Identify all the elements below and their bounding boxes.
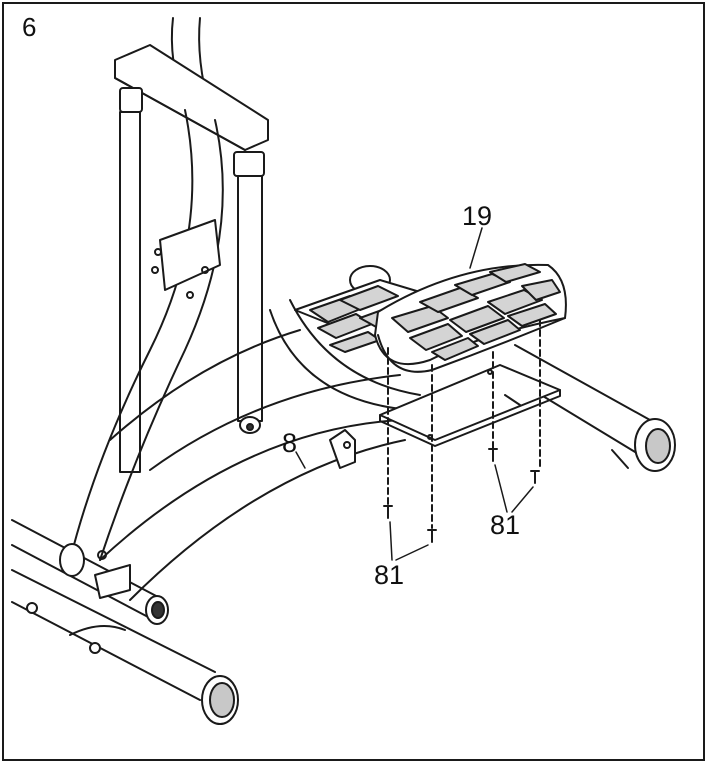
rear-stabilizer-illustration <box>11 519 239 725</box>
alignment-lines <box>387 319 541 529</box>
pedal-plate-illustration <box>379 364 561 447</box>
step-number: 6 <box>22 12 37 42</box>
callout-screws-left: 81 <box>374 560 405 590</box>
callout-pedal: 19 <box>462 201 493 231</box>
pedal-illustration <box>374 263 567 373</box>
frame-illustration <box>99 299 676 601</box>
callout-frame: 8 <box>282 428 298 458</box>
callout-leaders <box>295 227 534 561</box>
screw-icon <box>383 448 540 543</box>
upright-illustration <box>59 17 269 599</box>
callout-screws-right: 81 <box>490 510 521 540</box>
